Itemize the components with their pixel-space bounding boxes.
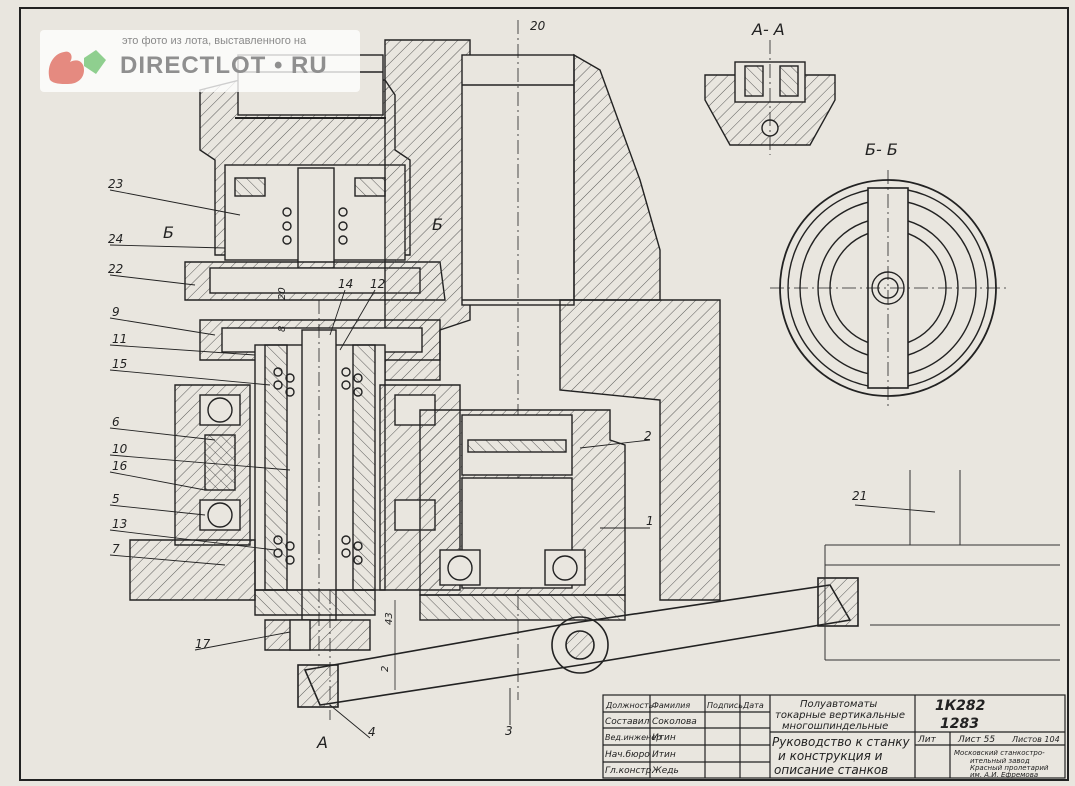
callouts: 23 24 22 9 11 15 6 10 16 5 13 7 17 4 3 1… bbox=[108, 19, 867, 739]
callout-12: 12 bbox=[370, 277, 385, 291]
section-labels: А- А Б- Б Б Б А bbox=[163, 20, 898, 752]
tb-lit: Лит bbox=[917, 735, 937, 745]
tb-row-4-position: Гл.констр. bbox=[605, 766, 654, 776]
tb-title-line-3: многошпиндельные bbox=[782, 721, 888, 732]
callout-16: 16 bbox=[112, 459, 128, 473]
callout-2: 2 bbox=[644, 429, 652, 443]
tb-row-2-position: Вед.инженер bbox=[605, 733, 661, 742]
callout-21: 21 bbox=[852, 489, 867, 503]
gear-housing bbox=[419, 409, 626, 621]
watermark: это фото из лота, выставленного на DIREC… bbox=[40, 30, 360, 92]
title-block bbox=[602, 694, 1066, 779]
table-outline bbox=[824, 470, 1060, 661]
watermark-caption: это фото из лота, выставленного на bbox=[122, 35, 307, 47]
tb-org-line-3: Красный пролетарий bbox=[970, 764, 1049, 772]
tb-header-position: Должность bbox=[605, 701, 654, 710]
callout-24: 24 bbox=[108, 232, 123, 246]
tb-org-line-2: ительный завод bbox=[970, 757, 1030, 765]
callout-17: 17 bbox=[195, 637, 211, 651]
section-mark-b-right: Б bbox=[432, 215, 443, 234]
drawing-frame bbox=[19, 7, 1069, 781]
callout-6: 6 bbox=[112, 415, 120, 429]
tb-org-line-1: Московский станкостро- bbox=[954, 749, 1045, 757]
tb-doc-line-1: Руководство к станку bbox=[772, 735, 911, 749]
tb-doc-line-2: и конструкция и bbox=[778, 749, 883, 763]
callout-11: 11 bbox=[112, 332, 127, 346]
main-column bbox=[384, 20, 721, 700]
callout-1: 1 bbox=[646, 514, 654, 528]
tb-sheet: Лист 55 bbox=[957, 735, 995, 745]
callout-4: 4 bbox=[368, 725, 376, 739]
dim-2: 2 bbox=[380, 666, 391, 672]
tb-model-2: 1283 bbox=[940, 716, 979, 732]
callout-14: 14 bbox=[338, 277, 353, 291]
callout-5: 5 bbox=[112, 492, 120, 506]
tb-model-1: 1К282 bbox=[935, 698, 985, 714]
callout-13: 13 bbox=[112, 517, 127, 531]
tb-doc-line-3: описание станков bbox=[774, 763, 888, 777]
section-label-a-a: А- А bbox=[751, 20, 785, 39]
tb-row-3-name: Итин bbox=[652, 750, 676, 760]
section-mark-a-bottom: А bbox=[316, 733, 328, 752]
watermark-brand: DIRECTLOT • RU bbox=[120, 52, 328, 79]
leader-lines bbox=[109, 189, 936, 739]
squirrel-logo-icon bbox=[48, 50, 106, 84]
callout-22: 22 bbox=[108, 262, 123, 276]
callout-20: 20 bbox=[530, 19, 546, 33]
tb-row-1-name: Соколова bbox=[652, 717, 697, 727]
lever bbox=[297, 577, 859, 720]
tb-header-date: Дата bbox=[742, 701, 764, 710]
section-b-b bbox=[770, 170, 1010, 410]
tb-row-1-position: Составил bbox=[605, 717, 650, 727]
callout-15: 15 bbox=[112, 357, 127, 371]
tb-row-3-position: Нач.бюро bbox=[605, 750, 650, 760]
tb-title-line-1: Полуавтоматы bbox=[800, 699, 877, 710]
tb-title-line-2: токарные вертикальные bbox=[775, 710, 905, 721]
dimensions: 20 8 43 2 bbox=[277, 287, 395, 672]
tb-sheets: Листов 104 bbox=[1011, 735, 1060, 744]
callout-23: 23 bbox=[108, 177, 123, 191]
dim-43: 43 bbox=[384, 612, 395, 625]
tb-header-signature: Подпись bbox=[707, 701, 743, 710]
tb-row-2-name: Итин bbox=[652, 733, 676, 743]
callout-9: 9 bbox=[112, 305, 120, 319]
callout-3: 3 bbox=[505, 724, 513, 738]
tb-org-line-4: им. А.И. Ефремова bbox=[970, 771, 1038, 779]
callout-10: 10 bbox=[112, 442, 128, 456]
callout-7: 7 bbox=[112, 542, 120, 556]
section-label-b-b: Б- Б bbox=[865, 140, 898, 159]
dim-20: 20 bbox=[277, 287, 288, 300]
dim-8: 8 bbox=[277, 326, 288, 332]
section-mark-b-left: Б bbox=[163, 223, 174, 242]
section-a-a bbox=[704, 40, 836, 155]
tb-row-4-name: Жедь bbox=[651, 766, 679, 776]
tb-header-name: Фамилия bbox=[652, 701, 690, 710]
